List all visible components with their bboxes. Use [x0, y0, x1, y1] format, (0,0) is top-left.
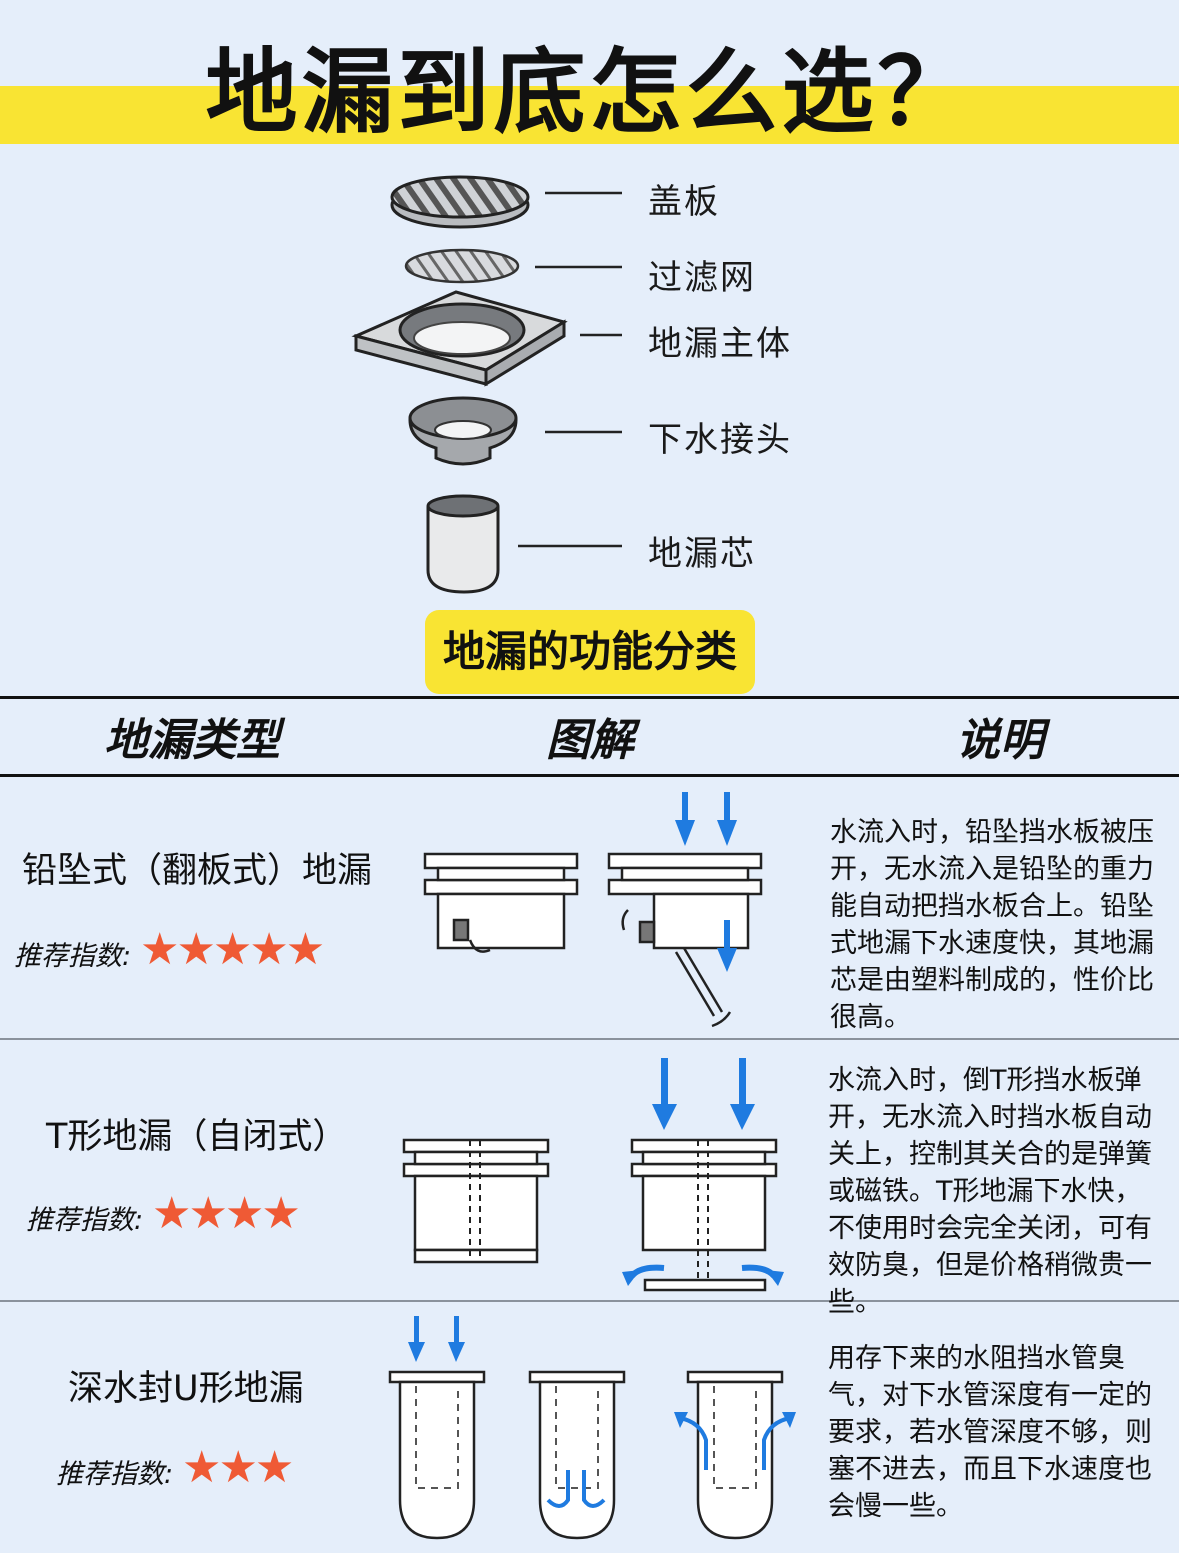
row-description: 水流入时，铅坠挡水板被压开，无水流入是铅坠的重力能自动把挡水板合上。铅坠式地漏下…	[830, 817, 1154, 1033]
column-header-description: 说明	[956, 715, 1044, 766]
rating-stars: ★★★★★	[140, 924, 325, 975]
rec-label: 推荐指数:	[56, 1459, 174, 1490]
table-header-border	[0, 774, 1179, 777]
row-name-u-type: 深水封U形地漏	[68, 1369, 304, 1409]
rating-stars: ★★★★	[152, 1188, 301, 1239]
page-title: 地漏到底怎么选？	[205, 39, 974, 146]
section-badge: 地漏的功能分类	[425, 610, 755, 694]
title-highlight-band	[0, 86, 1179, 144]
part-label-connector: 下水接头	[648, 420, 792, 460]
water-arrows	[675, 792, 737, 972]
row-divider	[0, 1300, 1179, 1302]
cover-plate-icon	[390, 175, 530, 229]
row-description: 用存下来的水阻挡水管臭气，对下水管深度有一定的要求，若水管深度不够，则塞不进去，…	[828, 1343, 1152, 1522]
u-drain-diagram	[388, 1316, 796, 1540]
filter-mesh-icon	[404, 248, 520, 284]
table-top-border	[0, 696, 1179, 699]
column-header-type: 地漏类型	[104, 715, 280, 766]
drain-core-icon	[426, 494, 500, 594]
part-label-core: 地漏芯	[648, 534, 756, 574]
row-description: 水流入时，倒T形挡水板弹开，无水流入时挡水板自动关上，控制其关合的是弹簧或磁铁。…	[828, 1065, 1152, 1318]
row-name-t-type: T形地漏（自闭式）	[46, 1117, 348, 1157]
rec-label: 推荐指数:	[14, 941, 132, 972]
row-divider	[0, 1038, 1179, 1040]
drain-connector-icon	[408, 396, 518, 466]
part-label-cover: 盖板	[648, 182, 720, 222]
drain-body-icon	[351, 290, 568, 387]
row-name-flap: 铅坠式（翻板式）地漏	[22, 851, 373, 891]
rec-label: 推荐指数:	[26, 1205, 144, 1236]
leader-lines	[518, 191, 622, 548]
rating-stars: ★★★	[182, 1442, 294, 1493]
column-header-diagram: 图解	[546, 715, 634, 766]
part-label-body: 地漏主体	[648, 324, 792, 364]
drain-parts-illustration	[351, 175, 622, 594]
t-drain-diagram	[402, 1058, 784, 1292]
part-label-filter: 过滤网	[648, 258, 756, 298]
flap-drain-diagram	[423, 792, 763, 1028]
